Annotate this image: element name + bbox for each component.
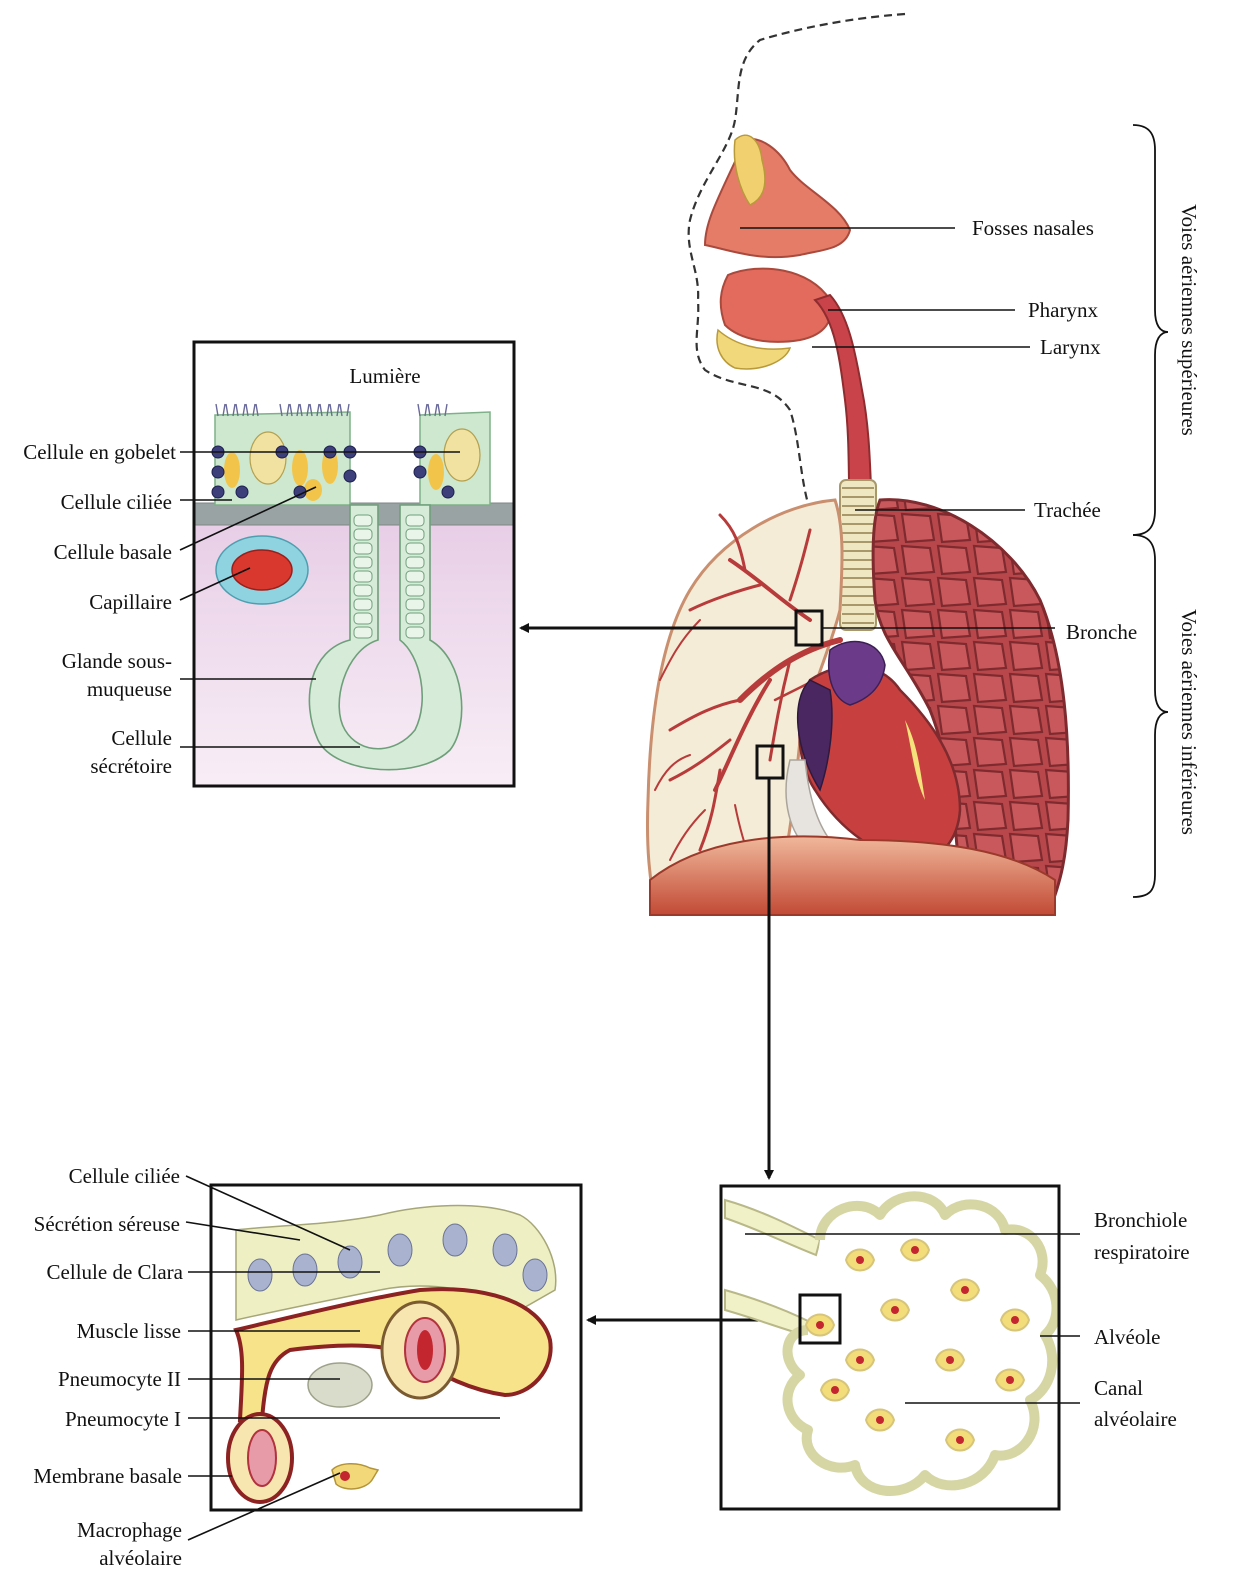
gland-cell xyxy=(406,571,424,582)
label-secretory-2: sécrétoire xyxy=(90,754,172,778)
gland-cell xyxy=(406,529,424,540)
label-basal-cell: Cellule basale xyxy=(54,540,172,564)
label-fosses-nasales: Fosses nasales xyxy=(972,216,1094,240)
gland-cell xyxy=(354,627,372,638)
cell-nucleus xyxy=(293,1254,317,1286)
gland-cell xyxy=(354,543,372,554)
alveolar-macrophage xyxy=(332,1464,378,1489)
capillary-small-lumen xyxy=(248,1430,276,1486)
label-macrophage-2: alvéolaire xyxy=(99,1546,182,1570)
junction-complex xyxy=(414,466,426,478)
label-upper-airways: Voies aériennes supérieures xyxy=(1177,204,1201,436)
label-bl-ciliated: Cellule ciliée xyxy=(69,1164,180,1188)
label-bronchiole-1: Bronchiole xyxy=(1094,1208,1187,1232)
upper-airways-brace xyxy=(1133,125,1168,535)
gland-cell xyxy=(354,515,372,526)
bronchus-panel: Lumière xyxy=(194,342,514,786)
macrophage-nucleus xyxy=(340,1471,350,1481)
head-outline xyxy=(689,14,905,510)
gland-cell xyxy=(406,557,424,568)
gland-cell xyxy=(406,515,424,526)
label-clara: Cellule de Clara xyxy=(47,1260,184,1284)
junction-complex xyxy=(344,470,356,482)
label-serous: Sécrétion séreuse xyxy=(34,1212,180,1236)
cell-nucleus xyxy=(523,1259,547,1291)
cilium xyxy=(216,404,218,416)
label-ciliated-cell: Cellule ciliée xyxy=(61,490,172,514)
label-lower-airways: Voies aériennes inférieures xyxy=(1177,609,1201,835)
respiratory-bronchiole xyxy=(725,1200,820,1255)
trachea xyxy=(840,480,876,630)
septum-capillary xyxy=(1006,1376,1014,1384)
label-canal-1: Canal xyxy=(1094,1376,1143,1400)
label-membrane: Membrane basale xyxy=(33,1464,182,1488)
gland-cell xyxy=(354,529,372,540)
cell-nucleus xyxy=(493,1234,517,1266)
septum-capillary xyxy=(831,1386,839,1394)
label-bronche: Bronche xyxy=(1066,620,1137,644)
epithelium-left xyxy=(215,412,350,505)
cell-nucleus xyxy=(388,1234,412,1266)
label-macrophage-1: Macrophage xyxy=(77,1518,182,1542)
label-canal-2: alvéolaire xyxy=(1094,1407,1177,1431)
septum-capillary xyxy=(856,1256,864,1264)
label-bronchiole-2: respiratoire xyxy=(1094,1240,1190,1264)
gland-cell xyxy=(406,543,424,554)
septum-capillary xyxy=(891,1306,899,1314)
label-larynx: Larynx xyxy=(1040,335,1101,359)
cilium xyxy=(418,404,420,416)
label-pneumo1: Pneumocyte I xyxy=(65,1407,181,1431)
junction-complex xyxy=(236,486,248,498)
junction-complex xyxy=(212,486,224,498)
gland-cell xyxy=(406,613,424,624)
gland-cell xyxy=(354,585,372,596)
label-goblet-cell: Cellule en gobelet xyxy=(23,440,176,464)
pneumocyte-ii-cluster xyxy=(308,1363,372,1407)
septum-capillary xyxy=(961,1286,969,1294)
gland-cell xyxy=(406,599,424,610)
septum-capillary xyxy=(946,1356,954,1364)
bronchiole-panel xyxy=(211,1185,581,1510)
label-alveole: Alvéole xyxy=(1094,1325,1160,1349)
gland-cell xyxy=(354,557,372,568)
septum-capillary xyxy=(956,1436,964,1444)
gland-cell xyxy=(406,627,424,638)
septum-capillary xyxy=(876,1416,884,1424)
cell-nucleus xyxy=(338,1246,362,1278)
gland-cell xyxy=(354,571,372,582)
label-pneumo2: Pneumocyte II xyxy=(58,1367,181,1391)
septum-capillary xyxy=(856,1356,864,1364)
gland-cell xyxy=(406,585,424,596)
septum-capillary xyxy=(816,1321,824,1329)
label-secretory-1: Cellule xyxy=(111,726,172,750)
anatomy-illustration xyxy=(647,14,1068,915)
gland-cell xyxy=(354,599,372,610)
label-gland-2: muqueuse xyxy=(87,677,172,701)
lower-airways-brace xyxy=(1133,535,1168,897)
label-pharynx: Pharynx xyxy=(1028,298,1098,322)
cell-nucleus xyxy=(443,1224,467,1256)
label-capillary: Capillaire xyxy=(89,590,172,614)
label-trachee: Trachée xyxy=(1034,498,1101,522)
septum-capillary xyxy=(911,1246,919,1254)
septum-capillary xyxy=(1011,1316,1019,1324)
label-gland-1: Glande sous- xyxy=(62,649,172,673)
capillary-rbc xyxy=(417,1330,433,1370)
oral-cavity-shape xyxy=(721,269,832,342)
red-blood-cell xyxy=(232,550,292,590)
cell-nucleus xyxy=(248,1259,272,1291)
nasal-cavity-shape xyxy=(705,139,850,257)
junction-complex xyxy=(212,466,224,478)
gland-cell xyxy=(354,613,372,624)
label-lumiere: Lumière xyxy=(349,364,420,388)
junction-complex xyxy=(442,486,454,498)
epithelium-right xyxy=(420,412,490,505)
label-muscle: Muscle lisse xyxy=(77,1319,181,1343)
